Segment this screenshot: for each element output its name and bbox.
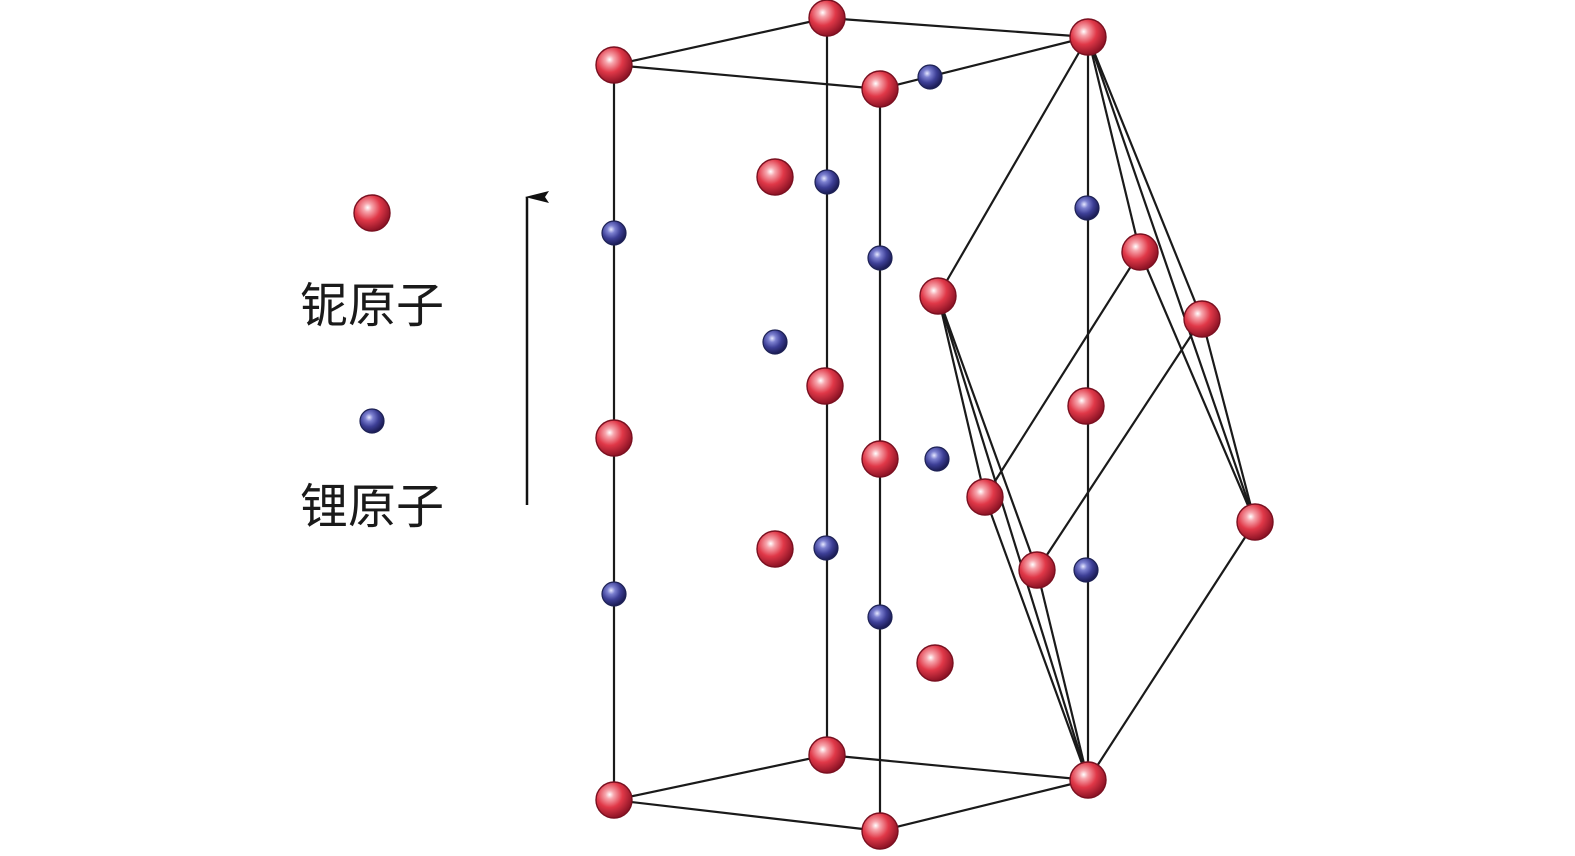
nb-atom xyxy=(1067,387,1105,425)
nb-atom xyxy=(808,0,846,37)
lattice-bond xyxy=(1087,521,1256,781)
lattice-bond xyxy=(1036,318,1203,571)
nb-atom xyxy=(1018,551,1056,589)
nb-atom xyxy=(1236,503,1274,541)
lattice-bond xyxy=(826,16,1089,39)
li-atom xyxy=(867,604,893,630)
lattice-bond xyxy=(936,295,1039,571)
lattice-bond xyxy=(1086,36,1257,523)
lattice-bond xyxy=(983,496,1090,781)
nb-atom xyxy=(861,70,899,108)
lattice-bond xyxy=(1138,251,1257,523)
legend-label-li: 锂原子 xyxy=(300,479,444,535)
nb-atom xyxy=(919,277,957,315)
lattice-bond xyxy=(826,753,1089,782)
nb-atom xyxy=(595,419,633,457)
nb-atom xyxy=(966,478,1004,516)
lattice-bond xyxy=(613,16,828,67)
nb-atom xyxy=(1121,233,1159,271)
nb-atom xyxy=(861,440,899,478)
lattice-bond xyxy=(879,778,1089,833)
lattice-bond xyxy=(936,295,987,498)
li-atom xyxy=(762,329,788,355)
legend-label-nb: 铌原子 xyxy=(300,278,444,334)
nb-atom xyxy=(916,644,954,682)
lattice-lines xyxy=(612,16,1257,833)
lattice-bond xyxy=(879,35,1089,91)
li-atom xyxy=(601,581,627,607)
li-atom xyxy=(924,446,950,472)
atoms xyxy=(595,0,1274,850)
li-atom-icon xyxy=(359,408,385,434)
lattice-bond xyxy=(613,753,828,802)
li-atom xyxy=(1073,557,1099,583)
nb-atom xyxy=(1183,300,1221,338)
li-atom xyxy=(917,64,943,90)
nb-atom xyxy=(1069,18,1107,56)
lattice-bond xyxy=(613,798,881,833)
nb-atom xyxy=(861,812,899,850)
nb-atom xyxy=(756,530,794,568)
nb-atom xyxy=(1069,761,1107,799)
lattice-bond xyxy=(1200,318,1257,523)
legend: 铌原子 锂原子 xyxy=(300,194,444,535)
lattice-bond xyxy=(936,295,1090,781)
nb-atom xyxy=(595,46,633,84)
li-atom xyxy=(813,535,839,561)
nb-atom xyxy=(595,781,633,819)
lattice-bond xyxy=(613,63,881,91)
nb-atom-icon xyxy=(353,194,391,232)
lattice-bond xyxy=(937,36,1089,297)
li-atom xyxy=(867,245,893,271)
lattice-bond xyxy=(1086,36,1204,320)
lattice-bond xyxy=(1035,569,1090,781)
li-atom xyxy=(601,220,627,246)
li-atom xyxy=(814,169,840,195)
nb-atom xyxy=(806,367,844,405)
lattice-bond xyxy=(1086,36,1142,253)
lattice-bond xyxy=(984,251,1141,498)
nb-atom xyxy=(756,158,794,196)
li-atom xyxy=(1074,195,1100,221)
nb-atom xyxy=(808,736,846,774)
